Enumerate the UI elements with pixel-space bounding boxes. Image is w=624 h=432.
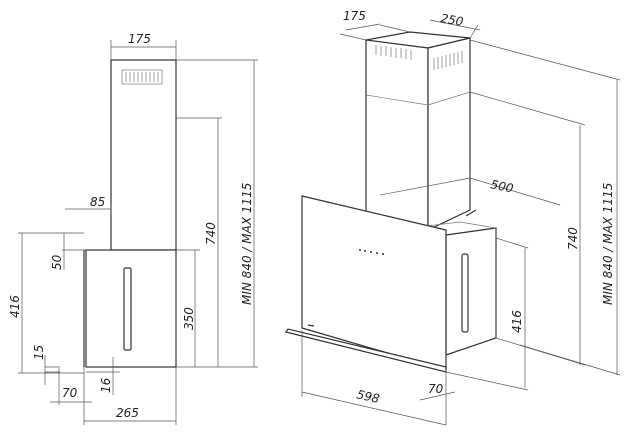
label-265: 265 bbox=[116, 406, 139, 420]
dim-500 bbox=[379, 172, 561, 206]
chimney-joint bbox=[365, 91, 471, 106]
side-slot bbox=[123, 267, 132, 351]
label-85: 85 bbox=[90, 195, 105, 209]
dim-85 bbox=[65, 205, 112, 215]
dim-175 bbox=[110, 40, 177, 60]
control-panel-icon bbox=[359, 249, 384, 255]
vent-grille bbox=[121, 69, 163, 85]
label-500: 500 bbox=[489, 177, 515, 196]
iso-view: 175 250 500 740 MIN 840 / MAX 1115 416 7… bbox=[285, 9, 621, 426]
dim-416 bbox=[445, 237, 529, 391]
label-50: 50 bbox=[50, 254, 64, 270]
dim-16 bbox=[86, 357, 120, 395]
label-250: 250 bbox=[439, 11, 464, 29]
label-70: 70 bbox=[62, 386, 78, 400]
dim-740 bbox=[176, 117, 222, 368]
label-175: 175 bbox=[128, 32, 151, 46]
bottom-lip bbox=[285, 328, 447, 373]
chimney bbox=[110, 59, 177, 251]
side-view: 175 85 740 MIN 840 / MAX 1115 350 416 50… bbox=[8, 32, 258, 425]
indicator-led bbox=[307, 324, 315, 327]
label-598: 598 bbox=[355, 387, 381, 406]
label-175: 175 bbox=[343, 9, 366, 23]
dim-350 bbox=[176, 249, 200, 367]
dim-598 bbox=[301, 330, 456, 426]
label-total: MIN 840 / MAX 1115 bbox=[601, 183, 615, 305]
label-416: 416 bbox=[510, 310, 524, 333]
dim-416 bbox=[18, 232, 84, 374]
outlet-pin bbox=[465, 209, 477, 217]
dim-total bbox=[469, 39, 621, 376]
label-740: 740 bbox=[204, 222, 218, 245]
hood-side bbox=[445, 227, 497, 356]
side-slot bbox=[461, 253, 469, 333]
chimney-side bbox=[427, 37, 471, 231]
label-740: 740 bbox=[566, 227, 580, 250]
label-416: 416 bbox=[8, 295, 22, 318]
label-15: 15 bbox=[32, 345, 46, 360]
vent-grilles bbox=[375, 45, 463, 70]
dim-50 bbox=[62, 233, 86, 270]
dim-250 bbox=[429, 19, 481, 39]
dim-70 bbox=[50, 367, 92, 405]
label-70: 70 bbox=[428, 382, 444, 396]
label-350: 350 bbox=[182, 307, 196, 330]
chimney-front bbox=[365, 39, 429, 231]
dim-15 bbox=[44, 355, 60, 385]
dim-265 bbox=[83, 367, 177, 425]
label-total: MIN 840 / MAX 1115 bbox=[240, 183, 254, 305]
label-16: 16 bbox=[99, 377, 113, 393]
dim-175 bbox=[339, 23, 411, 41]
dim-total bbox=[176, 59, 258, 368]
